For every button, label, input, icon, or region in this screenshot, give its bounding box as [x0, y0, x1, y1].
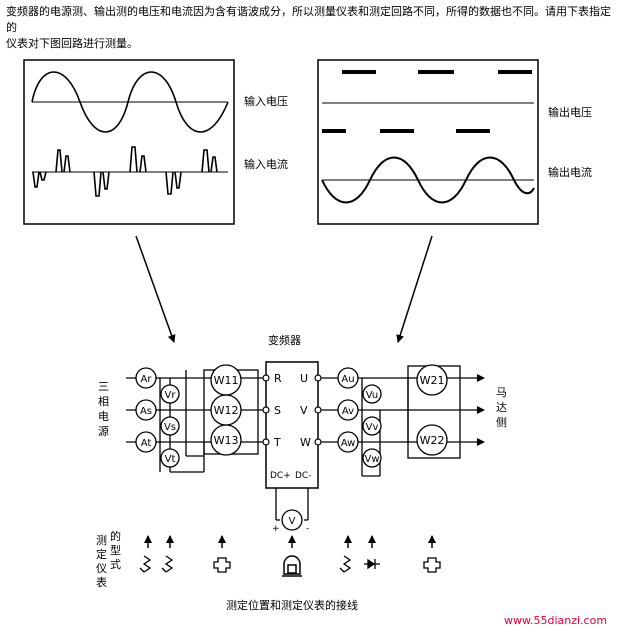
intro-paragraph: 变频器的电源测、输出测的电压和电流因为含有谐波成分，所以测量仪表和测定回路不同，… [6, 4, 618, 52]
svg-text:定: 定 [96, 547, 107, 561]
meter-w12: W12 [210, 394, 242, 426]
meter-w22-label: W22 [420, 434, 445, 447]
meter-vt-label: Vt [165, 454, 176, 465]
meter-vs: Vs [160, 416, 180, 436]
meter-as: As [135, 399, 157, 421]
input-current-pulse [55, 146, 218, 173]
meter-at: At [135, 431, 157, 453]
motor-side-label: 马 达 侧 [496, 386, 507, 429]
rectifier-meter-icon [364, 558, 380, 570]
meter-w11: W11 [210, 364, 242, 396]
input-voltage-label: 输入电压 [244, 94, 288, 108]
meter-vr-label: Vr [165, 390, 177, 401]
inverter-title: 变频器 [268, 333, 301, 347]
output-pointer-arrow [396, 235, 433, 343]
meter-vv: Vv [362, 416, 382, 436]
meter-at-label: At [141, 438, 152, 449]
svg-text:相: 相 [98, 395, 109, 408]
meter-vr: Vr [160, 384, 180, 404]
three-phase-source-label: 三 相 电 源 [98, 380, 109, 438]
meter-vs-label: Vs [164, 422, 176, 433]
output-current-label: 输出电流 [548, 165, 592, 179]
meter-dc-v-label: V [289, 516, 296, 527]
meter-w22: W22 [416, 424, 448, 456]
terminal-s: S [274, 404, 281, 417]
meter-vu: Vu [362, 384, 382, 404]
terminal-dc-pos: DC+ [270, 471, 291, 481]
input-waveform-frame [23, 59, 235, 225]
meter-au-label: Au [341, 374, 354, 385]
diagram-caption: 测定位置和测定仪表的接线 [226, 598, 358, 612]
meter-vw-label: Vw [364, 454, 379, 465]
output-voltage-label: 输出电压 [548, 105, 592, 119]
meter-vv-label: Vv [366, 422, 379, 433]
meter-w21: W21 [416, 364, 448, 396]
input-waveform-panel: 输入电压 输入电流 [23, 59, 288, 225]
meter-ar-label: Ar [141, 374, 153, 385]
meter-aw-label: Aw [341, 438, 356, 449]
terminal-w: W [300, 436, 311, 449]
terminal-t: T [273, 436, 281, 449]
svg-text:仪: 仪 [96, 562, 107, 575]
terminal-v: V [300, 404, 308, 417]
output-waveform-frame [317, 59, 539, 225]
meter-vu-label: Vu [366, 390, 379, 401]
svg-text:型: 型 [110, 543, 121, 557]
instrument-type-label: 测 定 仪 表 的 型 式 [96, 529, 121, 589]
input-current-label: 输入电流 [244, 157, 288, 171]
electrodynamic-meter-icon [213, 557, 441, 573]
meter-as-label: As [140, 406, 152, 417]
terminal-dc-neg: DC- [295, 471, 311, 481]
svg-text:的: 的 [110, 529, 121, 543]
meter-dc-v: V [281, 509, 303, 531]
meter-au: Au [337, 367, 359, 389]
output-voltage-pulses [322, 70, 532, 133]
meter-w12-label: W12 [214, 404, 239, 417]
site-watermark: www.55dianzi.com [504, 614, 607, 627]
meter-av-label: Av [342, 406, 354, 417]
svg-text:三: 三 [98, 380, 109, 393]
meter-w13-label: W13 [214, 434, 239, 447]
output-waveform-panel: 输出电压 输出电流 [317, 59, 592, 225]
svg-text:电: 电 [98, 410, 109, 423]
svg-text:表: 表 [96, 575, 107, 589]
intro-line-2: 仪表对下图回路进行测量。 [6, 37, 138, 50]
meter-w13: W13 [210, 424, 242, 456]
moving-iron-meter-icon [139, 555, 352, 573]
dc-wiring [275, 488, 309, 521]
measurement-point-arrows [144, 535, 436, 548]
terminal-u: U [300, 372, 308, 385]
meter-aw: Aw [337, 431, 359, 453]
meter-w11-label: W11 [214, 374, 239, 387]
meter-av: Av [337, 399, 359, 421]
inverter-block [265, 361, 319, 489]
input-voltage-wave [31, 71, 229, 133]
output-current-wave [321, 156, 535, 204]
svg-text:马: 马 [496, 386, 507, 399]
dc-plus-sign: + [272, 524, 280, 534]
svg-text:源: 源 [98, 424, 109, 438]
svg-text:测: 测 [96, 534, 107, 547]
meter-vt: Vt [160, 448, 180, 468]
terminal-r: R [274, 372, 282, 385]
svg-text:达: 达 [496, 401, 507, 414]
input-current-pulse-neg [32, 171, 182, 197]
svg-text:式: 式 [110, 558, 121, 571]
meter-ar: Ar [135, 367, 157, 389]
moving-coil-meter-icon [282, 555, 302, 577]
input-pointer-arrow [135, 235, 176, 343]
svg-text:侧: 侧 [496, 416, 507, 429]
dc-minus-sign: - [306, 524, 309, 534]
meter-vw: Vw [362, 448, 382, 468]
meter-w21-label: W21 [420, 374, 445, 387]
intro-line-1: 变频器的电源测、输出测的电压和电流因为含有谐波成分，所以测量仪表和测定回路不同，… [6, 5, 611, 34]
